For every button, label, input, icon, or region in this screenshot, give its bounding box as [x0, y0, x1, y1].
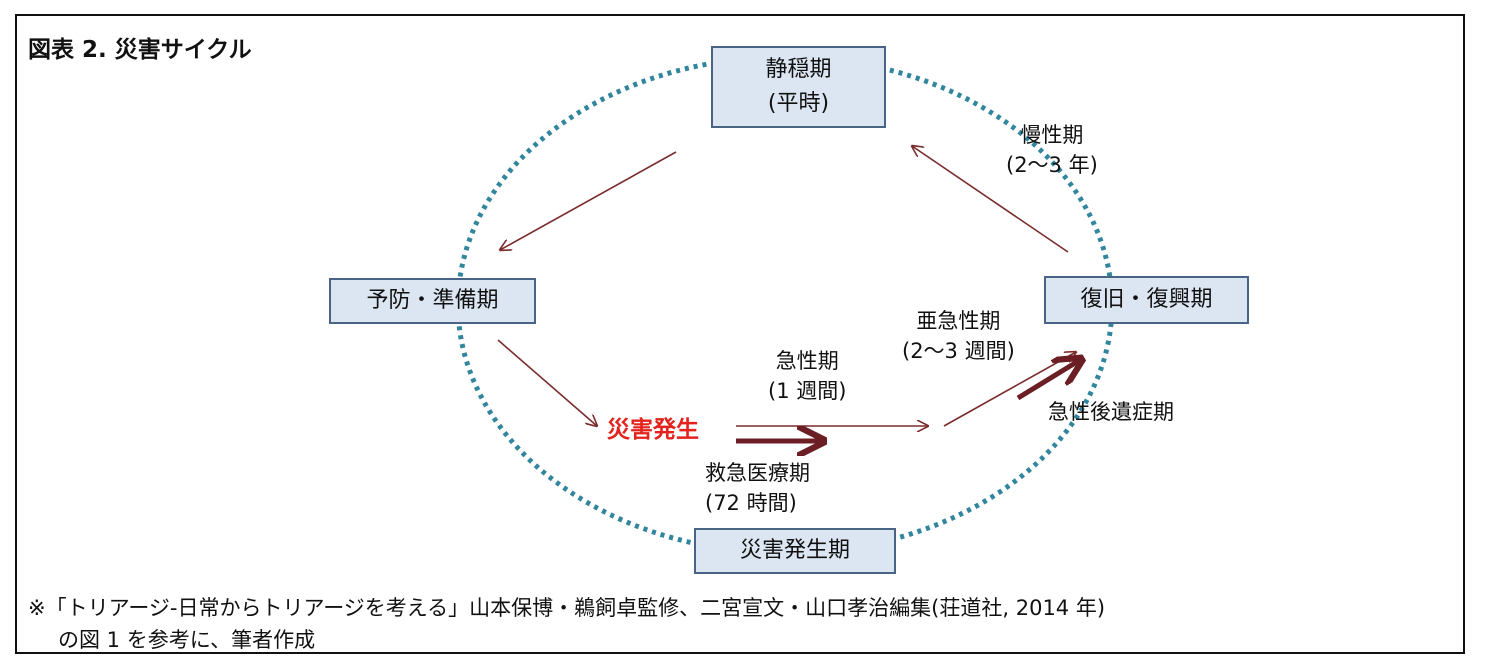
source-note-line2: の図 1 を参考に、筆者作成	[58, 628, 316, 652]
label-post-acute: 急性後遺症期	[1048, 400, 1174, 424]
box-calm-period: 静穏期 (平時)	[711, 46, 886, 128]
label-subacute-line2: (2～3 週間)	[902, 339, 1015, 363]
box-disaster-period: 災害発生期	[694, 528, 896, 574]
label-emergency: 救急医療期 (72 時間)	[705, 458, 810, 518]
label-emergency-line1: 救急医療期	[705, 461, 810, 485]
box-recovery-period: 復旧・復興期	[1044, 276, 1249, 324]
arrow-prevention-to-disaster	[497, 339, 597, 426]
box-recovery-label: 復旧・復興期	[1080, 287, 1213, 312]
source-note-line1: ※「トリアージ-日常からトリアージを考える」山本保博・鵜飼卓監修、二宮宣文・山口…	[28, 596, 1106, 620]
label-chronic: 慢性期 (2～3 年)	[1006, 120, 1098, 180]
label-emergency-line2: (72 時間)	[705, 491, 797, 515]
box-prevention-label: 予防・準備期	[366, 288, 499, 313]
box-prevention-period: 予防・準備期	[329, 278, 536, 324]
label-chronic-line1: 慢性期	[1020, 123, 1084, 147]
figure-frame	[15, 14, 1465, 654]
figure-title: 図表 2. 災害サイクル	[28, 37, 252, 63]
label-disaster-occurrence: 災害発生	[607, 417, 699, 443]
box-disaster-period-label: 災害発生期	[739, 538, 850, 563]
label-acute: 急性期 (1 週間)	[768, 346, 846, 406]
label-chronic-line2: (2～3 年)	[1006, 153, 1098, 177]
label-acute-line1: 急性期	[775, 349, 839, 373]
arrow-calm-to-prevention	[500, 151, 677, 250]
box-calm-line2: (平時)	[767, 91, 830, 116]
bold-arrow-post-acute	[1016, 360, 1080, 401]
label-acute-line2: (1 週間)	[768, 379, 847, 403]
box-calm-line1: 静穏期	[765, 57, 832, 82]
label-subacute-line1: 亜急性期	[916, 309, 1001, 333]
label-subacute: 亜急性期 (2～3 週間)	[902, 306, 1015, 366]
arrow-chronic	[912, 146, 1069, 253]
